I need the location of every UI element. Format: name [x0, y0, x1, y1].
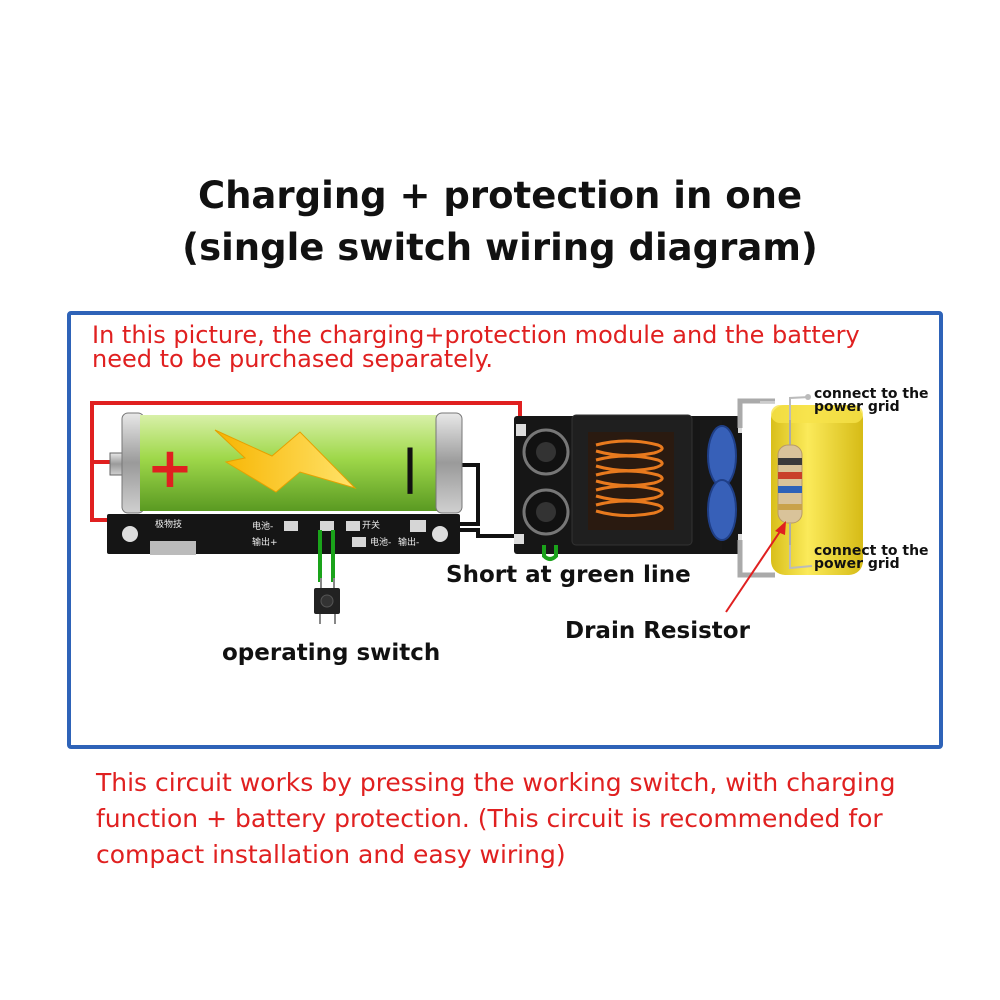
grid-lead-wires — [760, 394, 813, 570]
grid-label-bottom-line1: connect to the — [814, 543, 929, 559]
purchase-note-line2: need to be purchased separately. — [92, 345, 494, 373]
footer-note-line2: function + battery protection. (This cir… — [96, 804, 883, 833]
drain-resistor-label: Drain Resistor — [565, 618, 750, 644]
page-title-line2: (single switch wiring diagram) — [182, 226, 818, 269]
operating-switch-label: operating switch — [222, 640, 441, 666]
grid-label-top-line2: power grid — [814, 399, 900, 415]
purchase-note-line1: In this picture, the charging+protection… — [92, 321, 860, 349]
pad-label-bat-neg2: 电池- — [370, 536, 391, 548]
output-leads — [737, 398, 775, 578]
operating-switch — [314, 578, 340, 624]
pad-label-out-pos: 输出+ — [252, 536, 278, 548]
charging-protection-board — [107, 514, 460, 555]
board-brand-label: 极物技 — [155, 518, 182, 530]
drain-resistor — [777, 420, 803, 545]
page-title-line1: Charging + protection in one — [197, 174, 803, 217]
usb-port — [150, 541, 196, 555]
battery-minus-sign: | — [402, 440, 419, 495]
diagram-frame — [67, 311, 943, 749]
footer-note-line1: This circuit works by pressing the worki… — [96, 768, 896, 797]
pad-label-bat-neg: 电池- — [252, 520, 273, 532]
pad-label-out-neg: 输出- — [398, 536, 419, 548]
footer-note-line3: compact installation and easy wiring) — [96, 840, 566, 869]
high-voltage-module — [514, 414, 742, 554]
short-green-line-label: Short at green line — [446, 562, 691, 588]
blue-capacitor — [707, 425, 737, 487]
battery-plus-sign: + — [147, 436, 194, 501]
pad-label-switch: 开关 — [362, 519, 380, 531]
grid-label-top-line1: connect to the — [814, 386, 929, 402]
grid-label-bottom-line2: power grid — [814, 556, 900, 572]
lightning-bolt-icon — [214, 429, 357, 493]
green-wire-switch — [318, 530, 335, 582]
green-short-wire — [542, 545, 558, 561]
battery — [109, 412, 463, 514]
drain-arrow — [725, 521, 786, 613]
